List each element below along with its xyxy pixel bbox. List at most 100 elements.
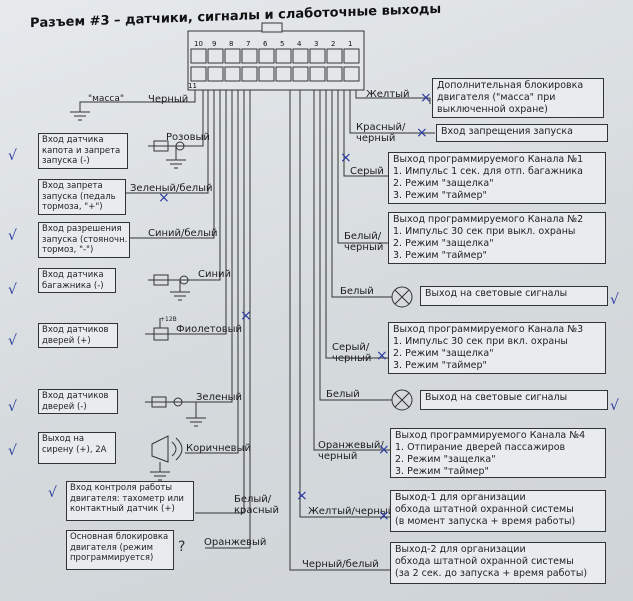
pink-sensor-symbol: [148, 140, 186, 169]
cross-mark-yellow: ×: [420, 90, 432, 106]
wire-label-brown: Коричневый: [186, 443, 251, 454]
cross-mark-gray: ×: [340, 150, 352, 166]
pin-11: 11: [188, 82, 197, 90]
pin-2: 2: [331, 40, 336, 48]
wire-yellow: [355, 90, 430, 99]
wire-orange-black: [313, 90, 390, 451]
check-mark-lights-1: √: [610, 292, 619, 308]
wire-blue: [180, 90, 221, 281]
wire-blue-white: [120, 90, 215, 239]
check-mark-tacho: √: [48, 485, 57, 501]
mass-label: "масса": [88, 94, 124, 104]
wire-label-orange: Оранжевый: [204, 537, 267, 548]
wire-label-white-1: Белый: [340, 286, 374, 297]
pin-10: 10: [194, 40, 203, 48]
wire-yellow-black: [299, 90, 390, 518]
wire-white-red: [195, 90, 245, 514]
blue-sensor-symbol: [148, 274, 190, 301]
check-mark-door-plus: √: [8, 333, 17, 349]
wire-black-white: [289, 90, 390, 571]
connector-bottom-pins: [190, 66, 360, 82]
wire-label-pink: Розовый: [166, 132, 210, 143]
wire-label-orange-black: Оранжевый/ черный: [318, 440, 384, 462]
check-mark-siren: √: [8, 443, 17, 459]
lamp-symbol-2: [378, 389, 413, 411]
ground-symbol-1: [70, 111, 90, 121]
cross-mark-gray-black: ×: [376, 348, 388, 364]
cross-mark-white-red: ×: [296, 488, 308, 504]
question-mark: ?: [178, 539, 186, 555]
wire-label-white-2: Белый: [326, 389, 360, 400]
right-box-start-inhibit: Вход запрещения запуска: [436, 124, 608, 142]
wire-orange: [205, 90, 251, 549]
wire-label-blue: Синий: [198, 269, 232, 280]
wire-gray: [343, 90, 388, 177]
wire-label-yellow: Желтый: [366, 89, 410, 100]
check-mark-lights-2: √: [610, 398, 619, 414]
check-mark-door-minus: √: [8, 399, 17, 415]
pin-6: 6: [263, 40, 268, 48]
violet-small-label: +12В: [160, 316, 177, 323]
pin-1: 1: [348, 40, 353, 48]
wire-brown: [185, 90, 239, 454]
wire-red-black: [349, 90, 435, 134]
check-mark-hood: √: [8, 148, 17, 164]
violet-sensor-symbol: [145, 318, 182, 341]
right-box-lights-2: Выход на световые сигналы: [420, 390, 608, 410]
siren-symbol: [150, 435, 183, 481]
wire-label-blue-white: Синий/белый: [148, 228, 218, 239]
wire-label-white-black: Белый/ черный: [344, 231, 384, 253]
wire-label-white-red: Белый/ красный: [234, 494, 279, 516]
pin-4: 4: [297, 40, 302, 48]
wire-black-ground: [79, 90, 196, 112]
wire-label-violet: Фиолетовый: [176, 324, 243, 335]
wire-label-red-black: Красный/ черный: [356, 122, 406, 144]
wire-green: [176, 90, 233, 403]
wire-pink: [176, 90, 204, 147]
wire-label-green: Зеленый: [196, 392, 243, 403]
wire-green-white: [110, 90, 209, 194]
wire-white-2: [319, 90, 378, 401]
wire-label-gray-black: Серый/ черный: [332, 342, 372, 364]
lamp-symbol-1: [378, 286, 413, 308]
wire-white-1: [331, 90, 378, 298]
wire-label-black: Черный: [148, 94, 189, 105]
wire-violet: [182, 90, 227, 335]
pin-9: 9: [212, 40, 217, 48]
wire-label-green-white: Зеленый/белый: [130, 183, 213, 194]
connector-latch: [261, 22, 283, 33]
pin-7: 7: [246, 40, 251, 48]
check-mark-trunk: √: [8, 282, 17, 298]
connector-top-pins: [190, 48, 360, 64]
green-sensor-symbol: [145, 396, 206, 427]
pin-8: 8: [229, 40, 234, 48]
wire-label-black-white: Черный/белый: [302, 559, 379, 570]
wire-label-yellow-black: Желтый/черный: [308, 506, 395, 517]
check-mark-parking: √: [8, 228, 17, 244]
wire-gray-black: [325, 90, 388, 359]
right-box-lights-1: Выход на световые сигналы: [420, 286, 608, 306]
cross-mark-violet: ×: [240, 308, 252, 324]
wire-white-black: [337, 90, 388, 244]
pin-3: 3: [314, 40, 319, 48]
cross-mark-green-white: ×: [158, 190, 170, 206]
cross-mark-orange-black: ×: [378, 442, 390, 458]
